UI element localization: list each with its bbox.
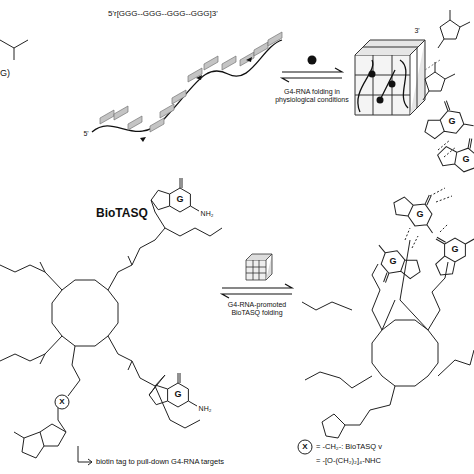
linker-circle	[55, 395, 69, 409]
base-label: G	[462, 155, 469, 165]
linker-symbol: X	[302, 443, 307, 452]
leader-line	[425, 60, 440, 70]
equilibrium-arrows	[282, 68, 342, 82]
condition-label: G4-RNA-promoted BioTASQ folding	[219, 301, 295, 316]
strand-end-label: 3'	[414, 27, 419, 35]
tetrad-structure	[417, 10, 474, 175]
equilibrium-arrows	[222, 284, 292, 298]
base-label: G	[416, 210, 423, 220]
cation-dot	[308, 56, 317, 65]
strand-arrows	[140, 57, 252, 142]
base-label: G	[451, 245, 458, 255]
rna-strand	[92, 40, 282, 132]
annotation-text: biotin tag to pull-down G4-RNA targets	[96, 458, 224, 466]
bond-lines	[0, 40, 28, 60]
pointer-arrow	[78, 446, 92, 465]
compound-name: BioTASQ	[96, 207, 148, 220]
atom-label: NH₂	[199, 405, 212, 413]
biotasq-structure	[0, 178, 222, 458]
legend-text: = -CH₂-: BioTASQ v	[316, 443, 382, 451]
condition-label: G4-RNA folding in physiological conditio…	[272, 88, 352, 103]
strand-end-label: 5'	[83, 130, 88, 138]
g-quadruplex-cube	[355, 40, 425, 115]
sequence-label: 5'r[GGG--GGG--GGG--GGG]3'	[108, 10, 218, 19]
linker-circle	[298, 440, 312, 454]
base-label: G	[448, 117, 455, 127]
tetrad-icon	[246, 254, 272, 280]
atom-label: NH₂	[201, 210, 214, 218]
linker-symbol: X	[59, 398, 64, 407]
base-label: G	[176, 195, 183, 205]
base-label: G	[174, 390, 181, 400]
atom-label: G)	[0, 69, 10, 79]
base-label: G	[389, 257, 396, 267]
legend-text: = -[O-(CH₂)₂]₄-NHC	[316, 457, 381, 465]
cation-dots	[369, 71, 396, 104]
guanine-blocks	[100, 32, 282, 132]
folded-structure	[302, 183, 474, 438]
